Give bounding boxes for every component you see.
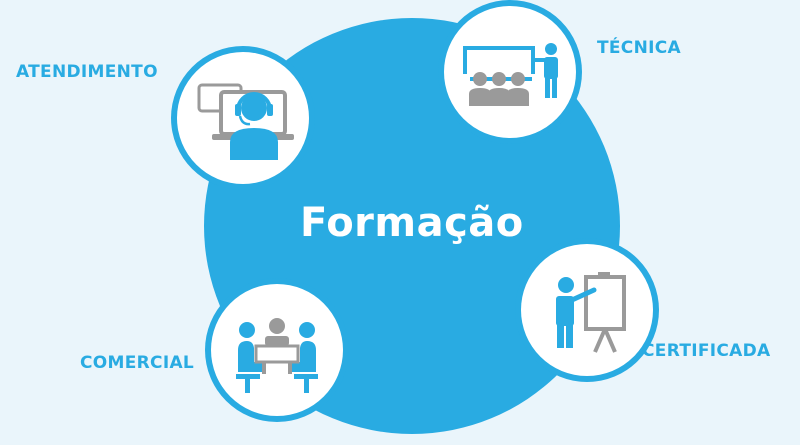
label-certificada: CERTIFICADA [642, 341, 771, 361]
business-meeting-icon [236, 318, 318, 393]
classroom-presentation-icon [463, 43, 558, 106]
label-atendimento: ATENDIMENTO [16, 62, 158, 82]
node-comercial [205, 278, 349, 422]
node-tecnica [438, 0, 582, 144]
presenter-whiteboard-icon [556, 272, 626, 353]
headset-agent-laptop-icon [197, 83, 294, 160]
node-atendimento [171, 46, 315, 190]
node-certificada [515, 238, 659, 382]
label-comercial: COMERCIAL [80, 353, 195, 373]
center-title: Formação [300, 200, 524, 246]
label-tecnica: TÉCNICA [597, 38, 681, 58]
